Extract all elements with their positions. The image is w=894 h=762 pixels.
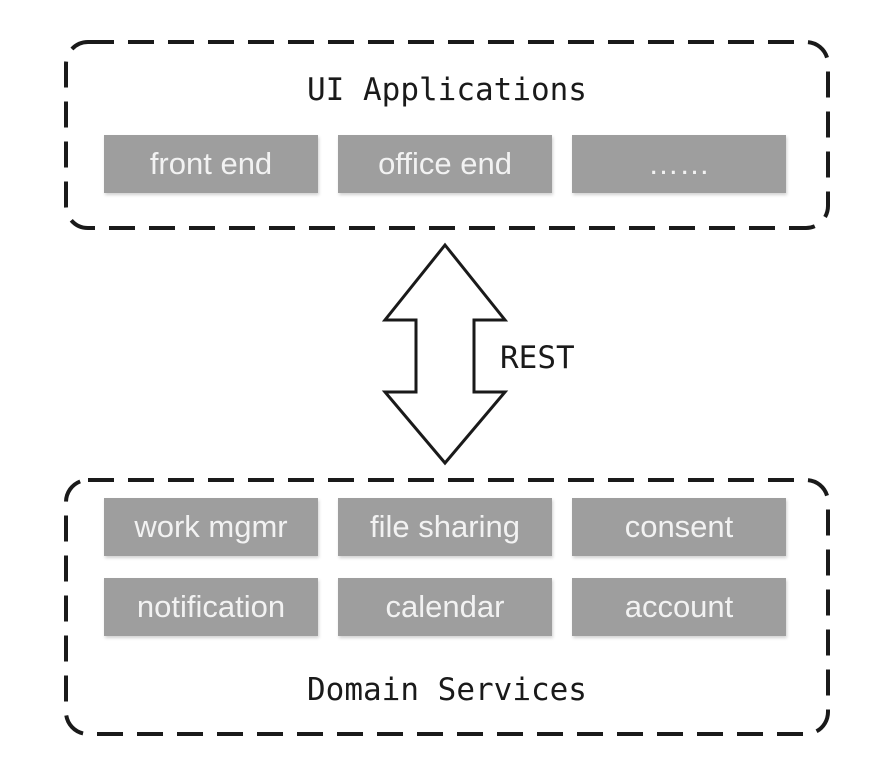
ui-applications-container (64, 40, 830, 230)
app-box-front-end: front end (104, 135, 318, 193)
service-box-notification: notification (104, 578, 318, 636)
service-box-consent: consent (572, 498, 786, 556)
rest-double-arrow (381, 242, 509, 466)
service-box-account: account (572, 578, 786, 636)
domain-services-container (64, 478, 830, 736)
app-box-more: …… (572, 135, 786, 193)
ui-applications-title: UI Applications (307, 72, 587, 108)
service-box-work-mgmr: work mgmr (104, 498, 318, 556)
app-box-office-end: office end (338, 135, 552, 193)
service-box-calendar: calendar (338, 578, 552, 636)
rest-label: REST (500, 340, 575, 376)
service-box-file-sharing: file sharing (338, 498, 552, 556)
domain-services-title: Domain Services (307, 672, 587, 708)
